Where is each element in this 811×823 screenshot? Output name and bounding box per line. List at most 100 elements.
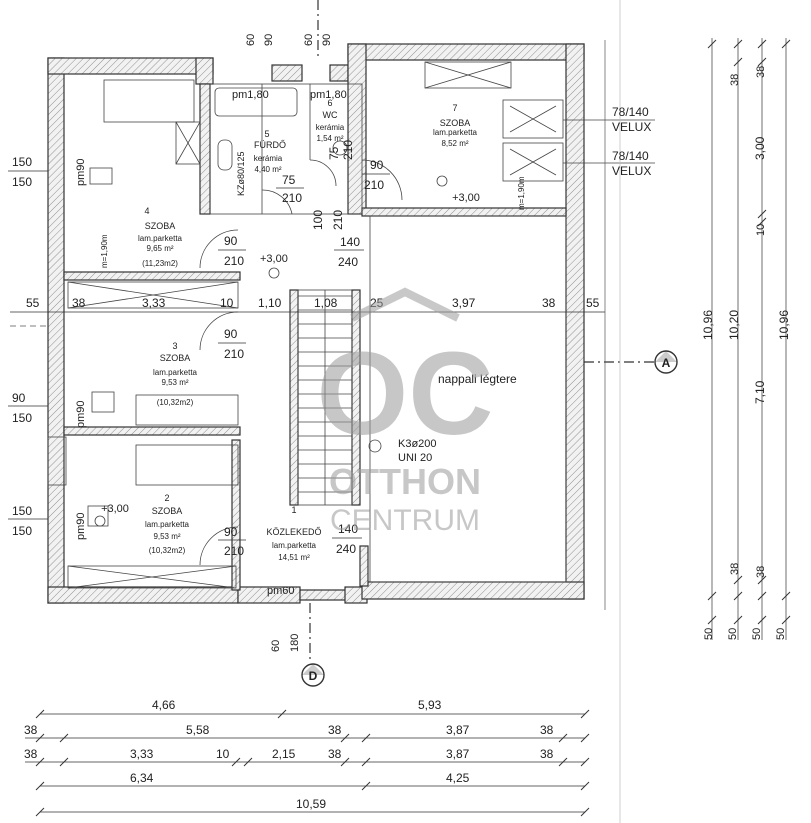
svg-text:pm90: pm90 <box>75 400 87 428</box>
dimension-tick <box>231 757 241 767</box>
svg-text:140: 140 <box>340 235 360 249</box>
svg-text:KZø80/125: KZø80/125 <box>236 151 246 196</box>
svg-text:lam.parketta: lam.parketta <box>433 128 478 137</box>
svg-text:38: 38 <box>755 66 767 78</box>
svg-text:100: 100 <box>311 210 325 230</box>
svg-text:7: 7 <box>452 103 457 113</box>
svg-text:9,53 m²: 9,53 m² <box>161 378 188 387</box>
svg-text:9,65 m²: 9,65 m² <box>146 244 173 253</box>
dimension-tick <box>580 807 590 817</box>
svg-text:pm60: pm60 <box>267 585 295 597</box>
svg-text:1,54 m²: 1,54 m² <box>316 134 343 143</box>
svg-text:150: 150 <box>12 175 32 189</box>
svg-text:38: 38 <box>72 296 86 310</box>
svg-text:38: 38 <box>24 747 38 761</box>
svg-text:7,10: 7,10 <box>753 380 767 404</box>
dimension-tick <box>757 57 767 67</box>
dimension-tick <box>707 39 717 49</box>
dimension-tick <box>707 591 717 601</box>
svg-text:38: 38 <box>542 296 556 310</box>
bottom-dimensions: 4,66 5,93 38 5,58 38 3,87 38 38 3,33 10 … <box>24 698 590 817</box>
svg-text:lam.parketta: lam.parketta <box>138 234 183 243</box>
svg-text:55: 55 <box>586 296 600 310</box>
svg-text:1,08: 1,08 <box>314 296 338 310</box>
room-3-label: 3 SZOBA lam.parketta 9,53 m² (10,32m2) <box>153 341 198 407</box>
dimension-tick <box>580 709 590 719</box>
dimension-tick <box>580 781 590 791</box>
svg-text:78/140: 78/140 <box>612 105 649 119</box>
room-5-label: 5 FÜRDŐ kerámia 4,40 m² KZø80/125 <box>236 129 286 196</box>
svg-text:1,10: 1,10 <box>258 296 282 310</box>
room-1-label: 1 KÖZLEKEDŐ lam.parketta 14,51 m² <box>266 505 321 562</box>
svg-text:10,59: 10,59 <box>296 797 326 811</box>
dimension-tick <box>35 807 45 817</box>
svg-text:90: 90 <box>224 327 238 341</box>
dimension-tick <box>757 591 767 601</box>
svg-text:150: 150 <box>12 411 32 425</box>
svg-text:60: 60 <box>303 34 315 46</box>
dimension-tick <box>733 575 743 585</box>
svg-text:+3,00: +3,00 <box>101 503 129 515</box>
dimension-tick <box>733 39 743 49</box>
room-2-label: 2 SZOBA lam.parketta 9,53 m² (10,32m2) +… <box>101 493 189 555</box>
svg-text:SZOBA: SZOBA <box>152 506 183 516</box>
svg-text:210: 210 <box>224 347 244 361</box>
svg-text:150: 150 <box>12 504 32 518</box>
dimension-tick <box>277 709 287 719</box>
svg-text:8,52 m²: 8,52 m² <box>441 139 468 148</box>
svg-text:150: 150 <box>12 155 32 169</box>
svg-text:kerámia: kerámia <box>254 154 283 163</box>
right-dimensions: 10,96 10,20 38 38 3,00 10 7,10 38 38 10,… <box>701 38 791 640</box>
svg-text:OTTHON: OTTHON <box>329 461 481 502</box>
svg-text:210: 210 <box>341 140 355 160</box>
svg-text:lam.parketta: lam.parketta <box>272 541 317 550</box>
svg-text:lam.parketta: lam.parketta <box>153 368 198 377</box>
dimension-tick <box>361 733 371 743</box>
svg-text:6,34: 6,34 <box>130 771 154 785</box>
nappali-label: nappali légtere K3ø200 UNI 20 <box>398 372 517 464</box>
svg-text:3,87: 3,87 <box>446 747 470 761</box>
svg-text:38: 38 <box>328 723 342 737</box>
svg-text:210: 210 <box>224 254 244 268</box>
svg-text:10,20: 10,20 <box>727 310 741 340</box>
dimension-tick <box>558 757 568 767</box>
svg-text:pm1,80: pm1,80 <box>310 89 347 101</box>
dimension-tick <box>757 217 767 227</box>
svg-text:150: 150 <box>12 524 32 538</box>
dimension-tick <box>361 757 371 767</box>
dimension-tick <box>580 757 590 767</box>
svg-text:90: 90 <box>224 525 238 539</box>
svg-text:50: 50 <box>775 628 787 640</box>
svg-text:90: 90 <box>224 234 238 248</box>
dimension-tick <box>733 615 743 625</box>
svg-text:pm90: pm90 <box>75 512 87 540</box>
svg-text:5: 5 <box>264 129 269 139</box>
svg-text:SZOBA: SZOBA <box>440 118 471 128</box>
dimension-tick <box>243 757 253 767</box>
svg-text:pm90: pm90 <box>75 158 87 186</box>
section-marker-d: D <box>301 663 325 687</box>
svg-text:38: 38 <box>729 563 741 575</box>
inner-dimension-row: 55 38 3,33 10 1,10 1,08 25 3,97 38 55 <box>26 296 600 310</box>
svg-text:10,96: 10,96 <box>701 310 715 340</box>
svg-text:50: 50 <box>751 628 763 640</box>
svg-text:38: 38 <box>540 747 554 761</box>
svg-text:38: 38 <box>755 566 767 578</box>
svg-text:(10,32m2): (10,32m2) <box>149 546 186 555</box>
svg-text:90: 90 <box>370 158 384 172</box>
svg-text:180: 180 <box>289 634 301 652</box>
svg-text:3,87: 3,87 <box>446 723 470 737</box>
svg-text:240: 240 <box>336 542 356 556</box>
svg-text:5,93: 5,93 <box>418 698 442 712</box>
room-6-label: 6 WC kerámia 1,54 m² <box>316 98 345 143</box>
dimension-tick <box>59 757 69 767</box>
svg-text:m=1,90m: m=1,90m <box>100 234 109 268</box>
svg-text:90: 90 <box>321 34 333 46</box>
svg-text:1: 1 <box>291 505 296 515</box>
svg-text:240: 240 <box>338 255 358 269</box>
svg-text:50: 50 <box>727 628 739 640</box>
svg-text:lam.parketta: lam.parketta <box>145 520 190 529</box>
opening-dimensions: 90 210 75 210 75 210 100 210 140 240 90 … <box>8 34 390 652</box>
svg-text:kerámia: kerámia <box>316 123 345 132</box>
